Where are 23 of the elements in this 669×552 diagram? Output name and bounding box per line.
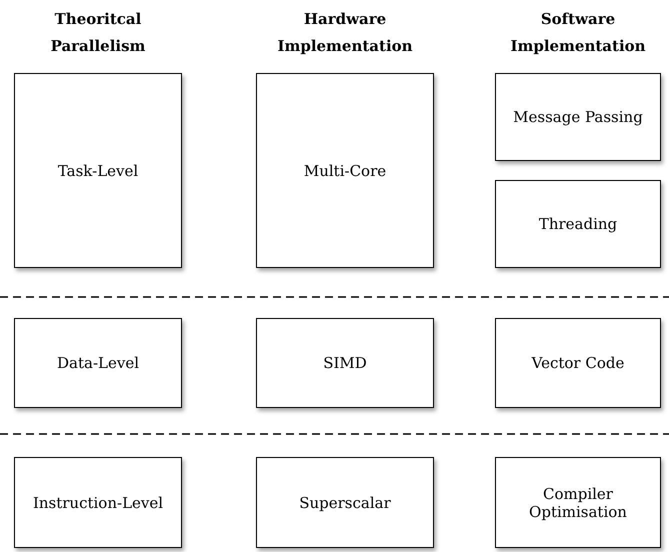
box-label: Instruction-Level — [32, 494, 164, 512]
box-label: Compiler Optimisation — [528, 484, 628, 520]
process-box — [14, 73, 182, 268]
column-heading: Theoritcal Parallelism — [50, 9, 146, 57]
process-box — [495, 73, 661, 161]
box-label: Data-Level — [56, 354, 140, 372]
box-label: Multi-Core — [302, 162, 388, 180]
process-box — [256, 73, 434, 268]
box-label: Task-Level — [56, 162, 140, 180]
box-label: Message Passing — [512, 108, 644, 126]
process-box — [14, 318, 182, 408]
box-label: Superscalar — [298, 494, 392, 512]
column-heading: Hardware Implementation — [276, 9, 414, 57]
process-box — [495, 318, 661, 408]
process-box — [495, 457, 661, 548]
column-heading: Software Implementation — [509, 9, 647, 57]
process-box — [14, 457, 182, 548]
process-box — [495, 180, 661, 268]
box-label: Threading — [538, 215, 618, 233]
process-box — [256, 457, 434, 548]
process-box — [256, 318, 434, 408]
box-label: Vector Code — [530, 354, 626, 372]
box-label: SIMD — [322, 354, 368, 372]
